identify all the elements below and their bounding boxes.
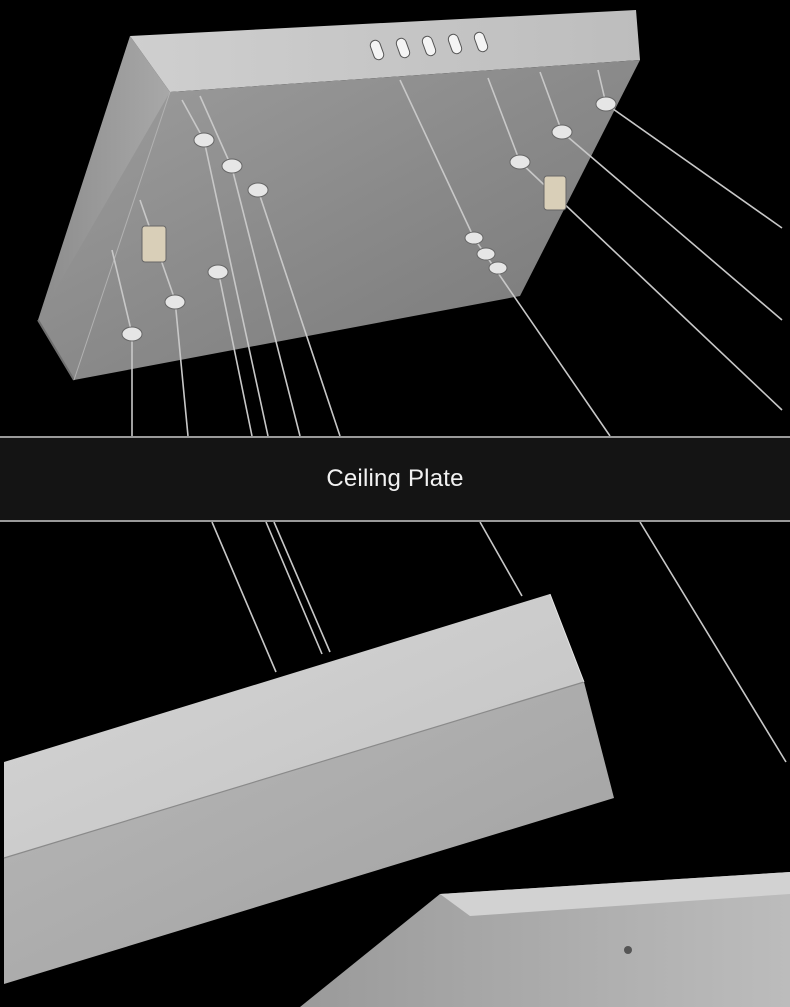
- pendant-frame-photo: [0, 522, 790, 1007]
- frame-bar-side: [4, 682, 614, 984]
- caption-bar: Ceiling Plate: [0, 436, 790, 522]
- frame-screw: [624, 946, 632, 954]
- suspension-wires: [111, 69, 783, 436]
- rim-slots: [369, 31, 489, 61]
- plate-underside: [38, 60, 640, 380]
- pendant-wires: [211, 522, 787, 763]
- plate-top-rim: [130, 10, 640, 92]
- ceiling-plate-illustration: [37, 10, 783, 436]
- cord-connectors: [141, 175, 567, 263]
- frame-bar-lower: [300, 872, 790, 1007]
- ceiling-plate-photo: [0, 0, 790, 436]
- caption-label: Ceiling Plate: [326, 465, 464, 492]
- pendant-frame-illustration: [3, 522, 790, 1007]
- wire-grippers: [121, 96, 617, 342]
- frame-bar-top: [4, 594, 584, 858]
